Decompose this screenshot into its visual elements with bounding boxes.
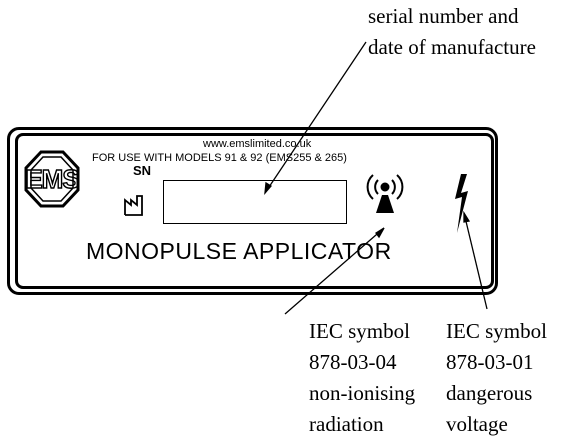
ems-logo: EMS xyxy=(24,150,81,208)
callout-radiation-symbol: IEC symbol 878-03-04 non-ionising radiat… xyxy=(309,319,416,436)
serial-number-window xyxy=(163,180,347,224)
leader-voltage xyxy=(463,212,488,310)
lightning-bolt-icon xyxy=(455,174,468,233)
leader-radiation xyxy=(284,227,385,315)
logo-text: EMS xyxy=(25,164,79,194)
label-plate-outer xyxy=(7,127,498,295)
label-plate-inner xyxy=(15,133,494,289)
plate-models: FOR USE WITH MODELS 91 & 92 (EMS255 & 26… xyxy=(92,152,347,164)
callout-serial-number: serial number and date of manufacture xyxy=(368,4,536,59)
factory-icon xyxy=(124,195,143,216)
product-name: MONOPULSE APPLICATOR xyxy=(86,238,392,264)
callout-voltage-symbol: IEC symbol 878-03-01 dangerous voltage xyxy=(446,319,547,436)
leader-lines xyxy=(264,41,488,315)
sn-label: SN xyxy=(133,163,152,178)
plate-url: www.emslimited.co.uk xyxy=(203,138,312,150)
leader-serial xyxy=(264,41,367,194)
radiation-icon xyxy=(366,174,404,213)
